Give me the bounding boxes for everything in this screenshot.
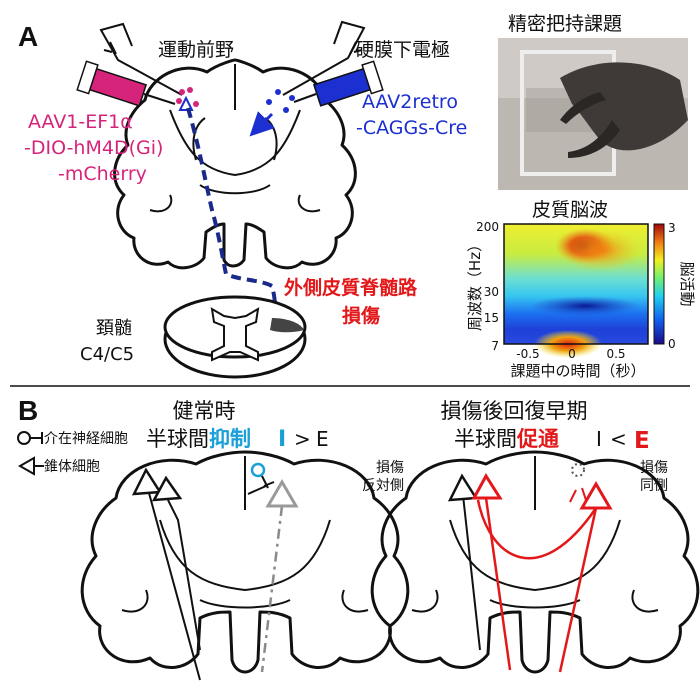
panel-b-label: B	[18, 395, 38, 426]
pyramidal-legend-icon	[17, 456, 35, 476]
spectrogram-ylabel: 周波数（Hz）	[466, 237, 484, 331]
cervical-label: 頚髄	[96, 318, 132, 339]
ecog-title: 皮質脳波	[532, 199, 608, 221]
corticospinal-tract	[186, 107, 278, 331]
ytick-7: 7	[491, 339, 499, 353]
healthy-subtitle-prefix: 半球間	[146, 427, 209, 451]
spectrogram-yaxis: 200 30 15 7 周波数（Hz）	[466, 220, 499, 353]
xtick-0: 0	[568, 347, 576, 361]
xtick-neg05: -0.5	[516, 347, 539, 361]
legend-interneuron: 介在神経細胞	[44, 431, 128, 447]
colorbar-tick-bottom: 0	[668, 337, 676, 351]
ipsi-line-1: 損傷	[640, 460, 668, 476]
syringe-blue	[293, 60, 384, 107]
spinal-cord	[163, 295, 307, 379]
recovery-subtitle-prefix: 半球間	[454, 427, 517, 451]
neurons-blue	[249, 89, 295, 137]
healthy-I: I	[278, 427, 286, 452]
recovery-subtitle-word: 促通	[516, 427, 559, 451]
colorbar-label: 脳活動	[678, 261, 696, 306]
healthy-subtitle: 半球間抑制	[146, 427, 251, 451]
aav2-line-2: -CAGGs-Cre	[356, 117, 467, 139]
brain-recovery	[370, 450, 700, 674]
ecog-electrode-label: 硬膜下電極	[355, 39, 450, 61]
aav1-line-3: -mCherry	[58, 163, 147, 185]
spectrogram-xlabel: 課題中の時間（秒）	[510, 362, 645, 380]
colorbar: 3 0 脳活動	[653, 221, 696, 351]
recovery-E: E	[634, 428, 650, 454]
electrode-left	[99, 22, 183, 96]
brain-healthy	[80, 450, 410, 681]
recovery-subtitle: 半球間促通	[454, 427, 559, 451]
aav1-line-1: AAV1-EF1α	[28, 111, 133, 133]
contra-line-1: 損傷	[376, 460, 404, 476]
interneuron-legend-icon	[17, 431, 31, 445]
lesion-label: 外側皮質脊髄路 損傷	[284, 276, 418, 327]
recovery-lt: <	[610, 427, 627, 451]
neurons-magenta	[176, 87, 199, 111]
legend: 介在神経細胞 錐体細胞	[17, 431, 128, 476]
spectrogram	[503, 223, 649, 358]
contra-line-2: 反対側	[362, 478, 404, 494]
premotor-label: 運動前野	[158, 39, 234, 61]
recovery-I: I	[596, 427, 602, 451]
aav2-line-1: AAV2retro	[362, 91, 458, 113]
colorbar-tick-top: 3	[668, 221, 676, 235]
contra-label: 損傷 反対側	[362, 460, 404, 494]
panel-a-label: A	[18, 21, 38, 52]
spectrogram-xaxis: -0.5 0 0.5 課題中の時間（秒）	[510, 347, 645, 380]
task-title: 精密把持課題	[508, 13, 622, 35]
aav1-label: AAV1-EF1α -DIO-hM4D(Gi) -mCherry	[24, 111, 163, 185]
healthy-gt: >	[294, 427, 311, 451]
xtick-05: 0.5	[606, 347, 625, 361]
aav1-line-2: -DIO-hM4D(Gi)	[24, 137, 163, 159]
recovery-title: 損傷後回復早期	[441, 399, 588, 423]
legend-pyramidal: 錐体細胞	[44, 459, 100, 475]
healthy-E: E	[316, 427, 329, 451]
healthy-subtitle-word: 抑制	[209, 427, 251, 451]
ytick-200: 200	[476, 220, 499, 234]
task-photo	[498, 38, 688, 190]
ytick-30: 30	[484, 285, 499, 299]
lesion-line-1: 外側皮質脊髄路	[284, 276, 418, 299]
healthy-title: 健常時	[173, 399, 236, 423]
lesion-line-2: 損傷	[342, 304, 380, 327]
cervical-level-label: C4/C5	[80, 344, 134, 365]
syringe-magenta	[76, 60, 176, 107]
ytick-15: 15	[484, 311, 499, 325]
electrode-right	[282, 20, 366, 96]
aav2-label: AAV2retro -CAGGs-Cre	[356, 91, 467, 139]
